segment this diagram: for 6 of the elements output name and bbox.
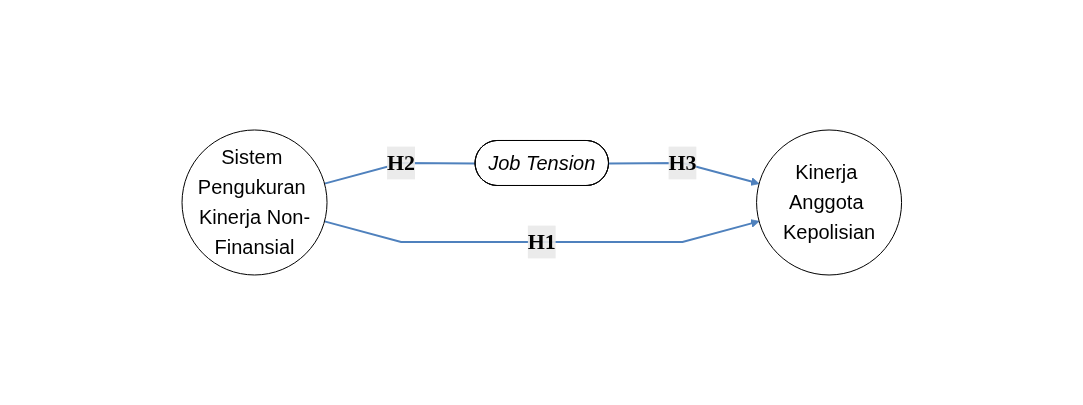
edge-label: H1 — [527, 229, 556, 255]
node-circle: Kinerja Anggota Kepolisian — [755, 129, 902, 276]
edge-label: H3 — [668, 150, 697, 176]
node-circle: Sistem Pengukuran Kinerja Non-Finansial — [181, 129, 328, 276]
arrow — [323, 219, 760, 243]
edge-label: H2 — [386, 150, 415, 176]
